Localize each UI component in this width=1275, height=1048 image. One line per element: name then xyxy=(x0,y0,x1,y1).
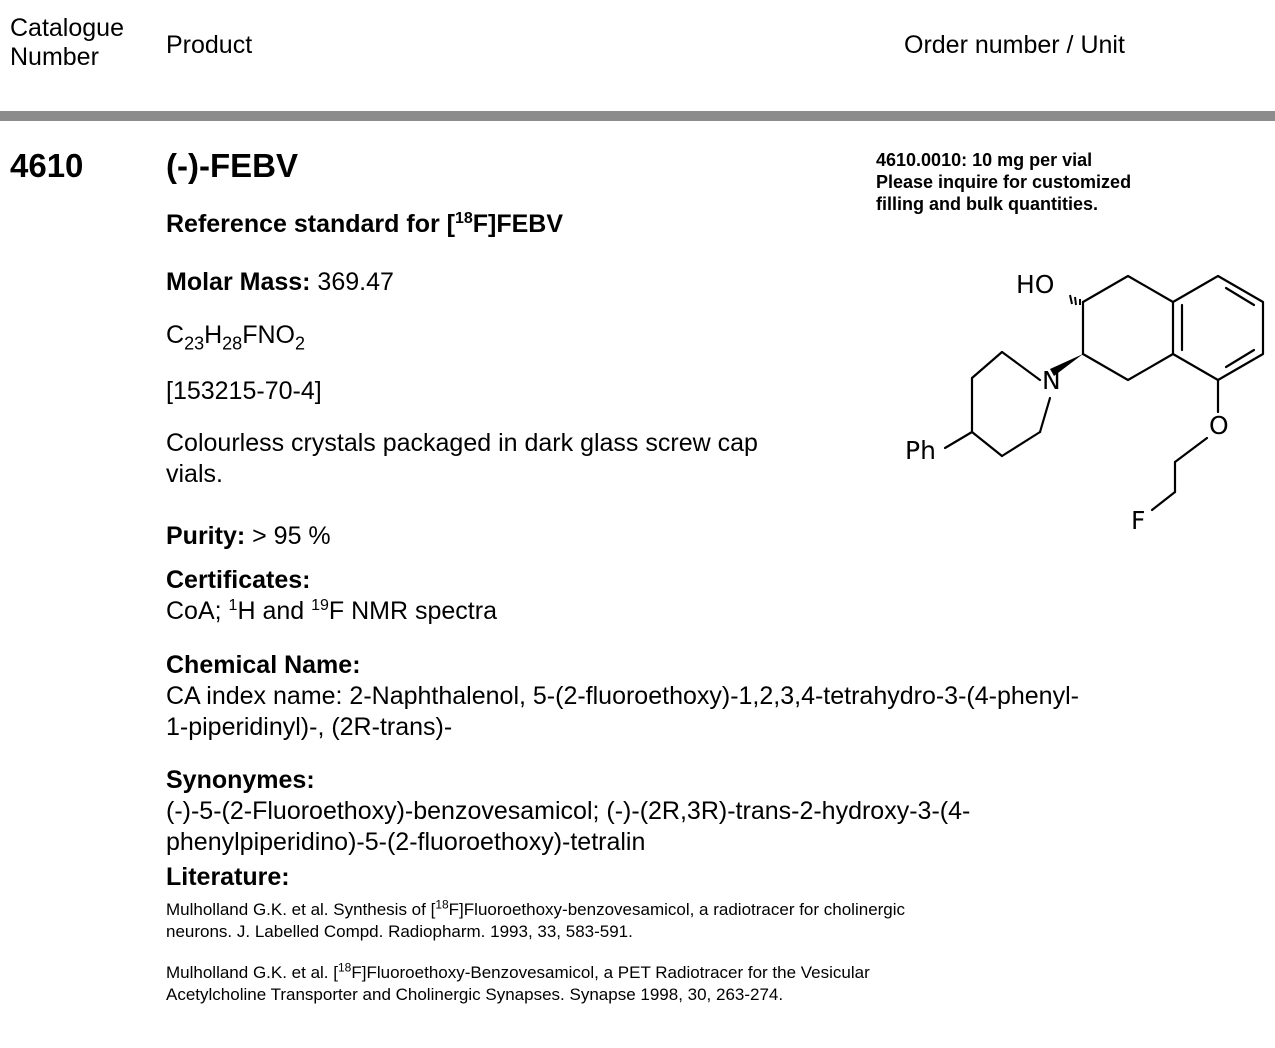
chemical-name: Chemical Name: CA index name: 2-Naphthal… xyxy=(166,650,1266,743)
catalogue-number: 4610 xyxy=(10,147,84,184)
certificates: Certificates: CoA; 1H and 19F NMR spectr… xyxy=(166,565,1266,627)
certificates-label: Certificates: xyxy=(166,566,311,594)
order-line1: 4610.0010: 10 mg per vial xyxy=(876,150,1093,170)
purity: Purity: > 95 % xyxy=(166,521,1266,552)
label-n: N xyxy=(1042,366,1061,395)
synonymes: Synonymes: (-)-5-(2-Fluoroethoxy)-benzov… xyxy=(166,765,1266,858)
header-catalogue-line2: Number xyxy=(10,43,99,71)
order-line2: Please inquire for customized xyxy=(876,172,1132,192)
header-catalogue-line1: Catalogue xyxy=(10,14,124,42)
label-ph: Ph xyxy=(905,436,936,465)
chemical-structure: HO N O F Ph xyxy=(905,270,1265,535)
product-name: (-)-FEBV xyxy=(166,147,298,184)
literature-ref-2: Mulholland G.K. et al. [18F]Fluoroethoxy… xyxy=(166,960,870,1004)
literature-label: Literature: xyxy=(166,863,290,891)
cas-number: [153215-70-4] xyxy=(166,377,322,405)
label-ho: HO xyxy=(1016,270,1054,299)
synonymes-label: Synonymes: xyxy=(166,766,315,794)
product-subtitle: Reference standard for [18F]FEBV xyxy=(166,210,564,238)
purity-label: Purity: xyxy=(166,522,246,550)
benzene-ring xyxy=(1171,274,1265,382)
literature-ref-1: Mulholland G.K. et al. Synthesis of [18F… xyxy=(166,897,906,941)
order-line3: filling and bulk quantities. xyxy=(876,194,1099,214)
description: Colourless crystals packaged in dark gla… xyxy=(166,429,758,488)
header-divider xyxy=(0,111,1275,121)
molar-mass-value: 369.47 xyxy=(310,268,394,296)
header-order-unit: Order number / Unit xyxy=(904,31,1125,59)
certificates-value: CoA; 1H and 19F NMR spectra xyxy=(166,597,497,625)
chemical-name-label: Chemical Name: xyxy=(166,651,361,679)
label-f: F xyxy=(1131,506,1145,535)
header-catalogue-number: Catalogue Number xyxy=(10,14,124,72)
molar-mass-label: Molar Mass: xyxy=(166,268,311,296)
header-product: Product xyxy=(166,31,253,59)
molar-mass: Molar Mass: 369.47 xyxy=(166,267,1266,298)
order-info: 4610.0010: 10 mg per vial Please inquire… xyxy=(876,149,1131,215)
molecular-formula: C23H28FNO2 xyxy=(166,321,305,354)
label-o: O xyxy=(1209,411,1229,440)
purity-value: > 95 % xyxy=(245,522,331,550)
